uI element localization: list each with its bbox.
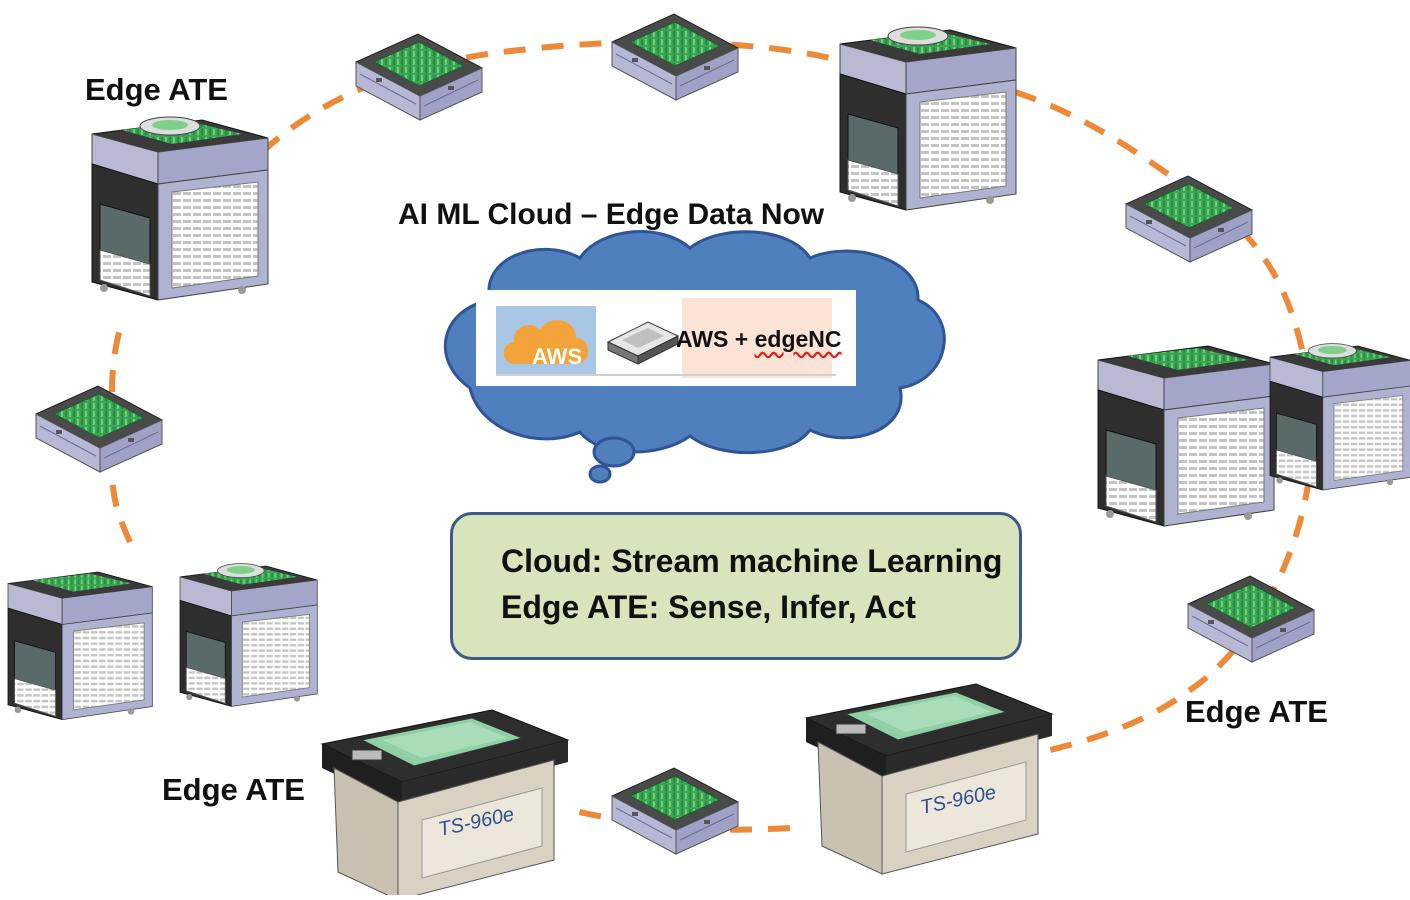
probe-unit-1 [355, 33, 483, 121]
aws-logo-text: AWS [532, 344, 583, 369]
summary-box: Cloud: Stream machine Learning Edge ATE:… [450, 512, 1022, 660]
probe-unit-2 [611, 13, 739, 101]
probe-unit-6 [611, 767, 739, 855]
edge-ate-label-top-left: Edge ATE [85, 72, 228, 107]
server-icon [604, 298, 682, 378]
panel-divider [496, 374, 836, 376]
summary-line-cloud: Cloud: Stream machine Learning [501, 543, 1003, 579]
tester-cabinet-top [840, 27, 1016, 210]
probe-unit-3 [1125, 175, 1253, 263]
tester-cabinet-top-left [92, 117, 268, 300]
aws-edgenc-label: AWS + edgeNC [676, 326, 842, 353]
tester-cabinet-right-2 [1270, 344, 1410, 490]
edge-ate-label-bottom-right: Edge ATE [1185, 694, 1328, 729]
edgenc-background [682, 298, 832, 378]
probe-unit-4 [35, 385, 163, 473]
tester-cabinet-bottom-left-2 [180, 564, 317, 707]
aws-logo: AWS [496, 306, 596, 376]
summary-line-edge: Edge ATE: Sense, Infer, Act [501, 589, 916, 625]
tester-cabinet-right-1 [1097, 345, 1275, 527]
ts960e-tester-right: TS-960e [805, 683, 1053, 875]
cloud-title: AI ML Cloud – Edge Data Now [398, 198, 825, 231]
cloud-provider-panel: AWS AWS + edgeNC [476, 290, 856, 386]
tester-cabinet-bottom-left-1 [7, 571, 153, 721]
edgenc-product-name: edgeNC [754, 326, 842, 352]
ts960e-tester-left: TS-960e [321, 709, 569, 900]
aws-edgenc-prefix: AWS + [676, 326, 755, 352]
probe-unit-5 [1187, 575, 1315, 663]
edge-ate-label-bottom-left: Edge ATE [162, 772, 305, 807]
aws-cloud-icon [503, 320, 588, 364]
